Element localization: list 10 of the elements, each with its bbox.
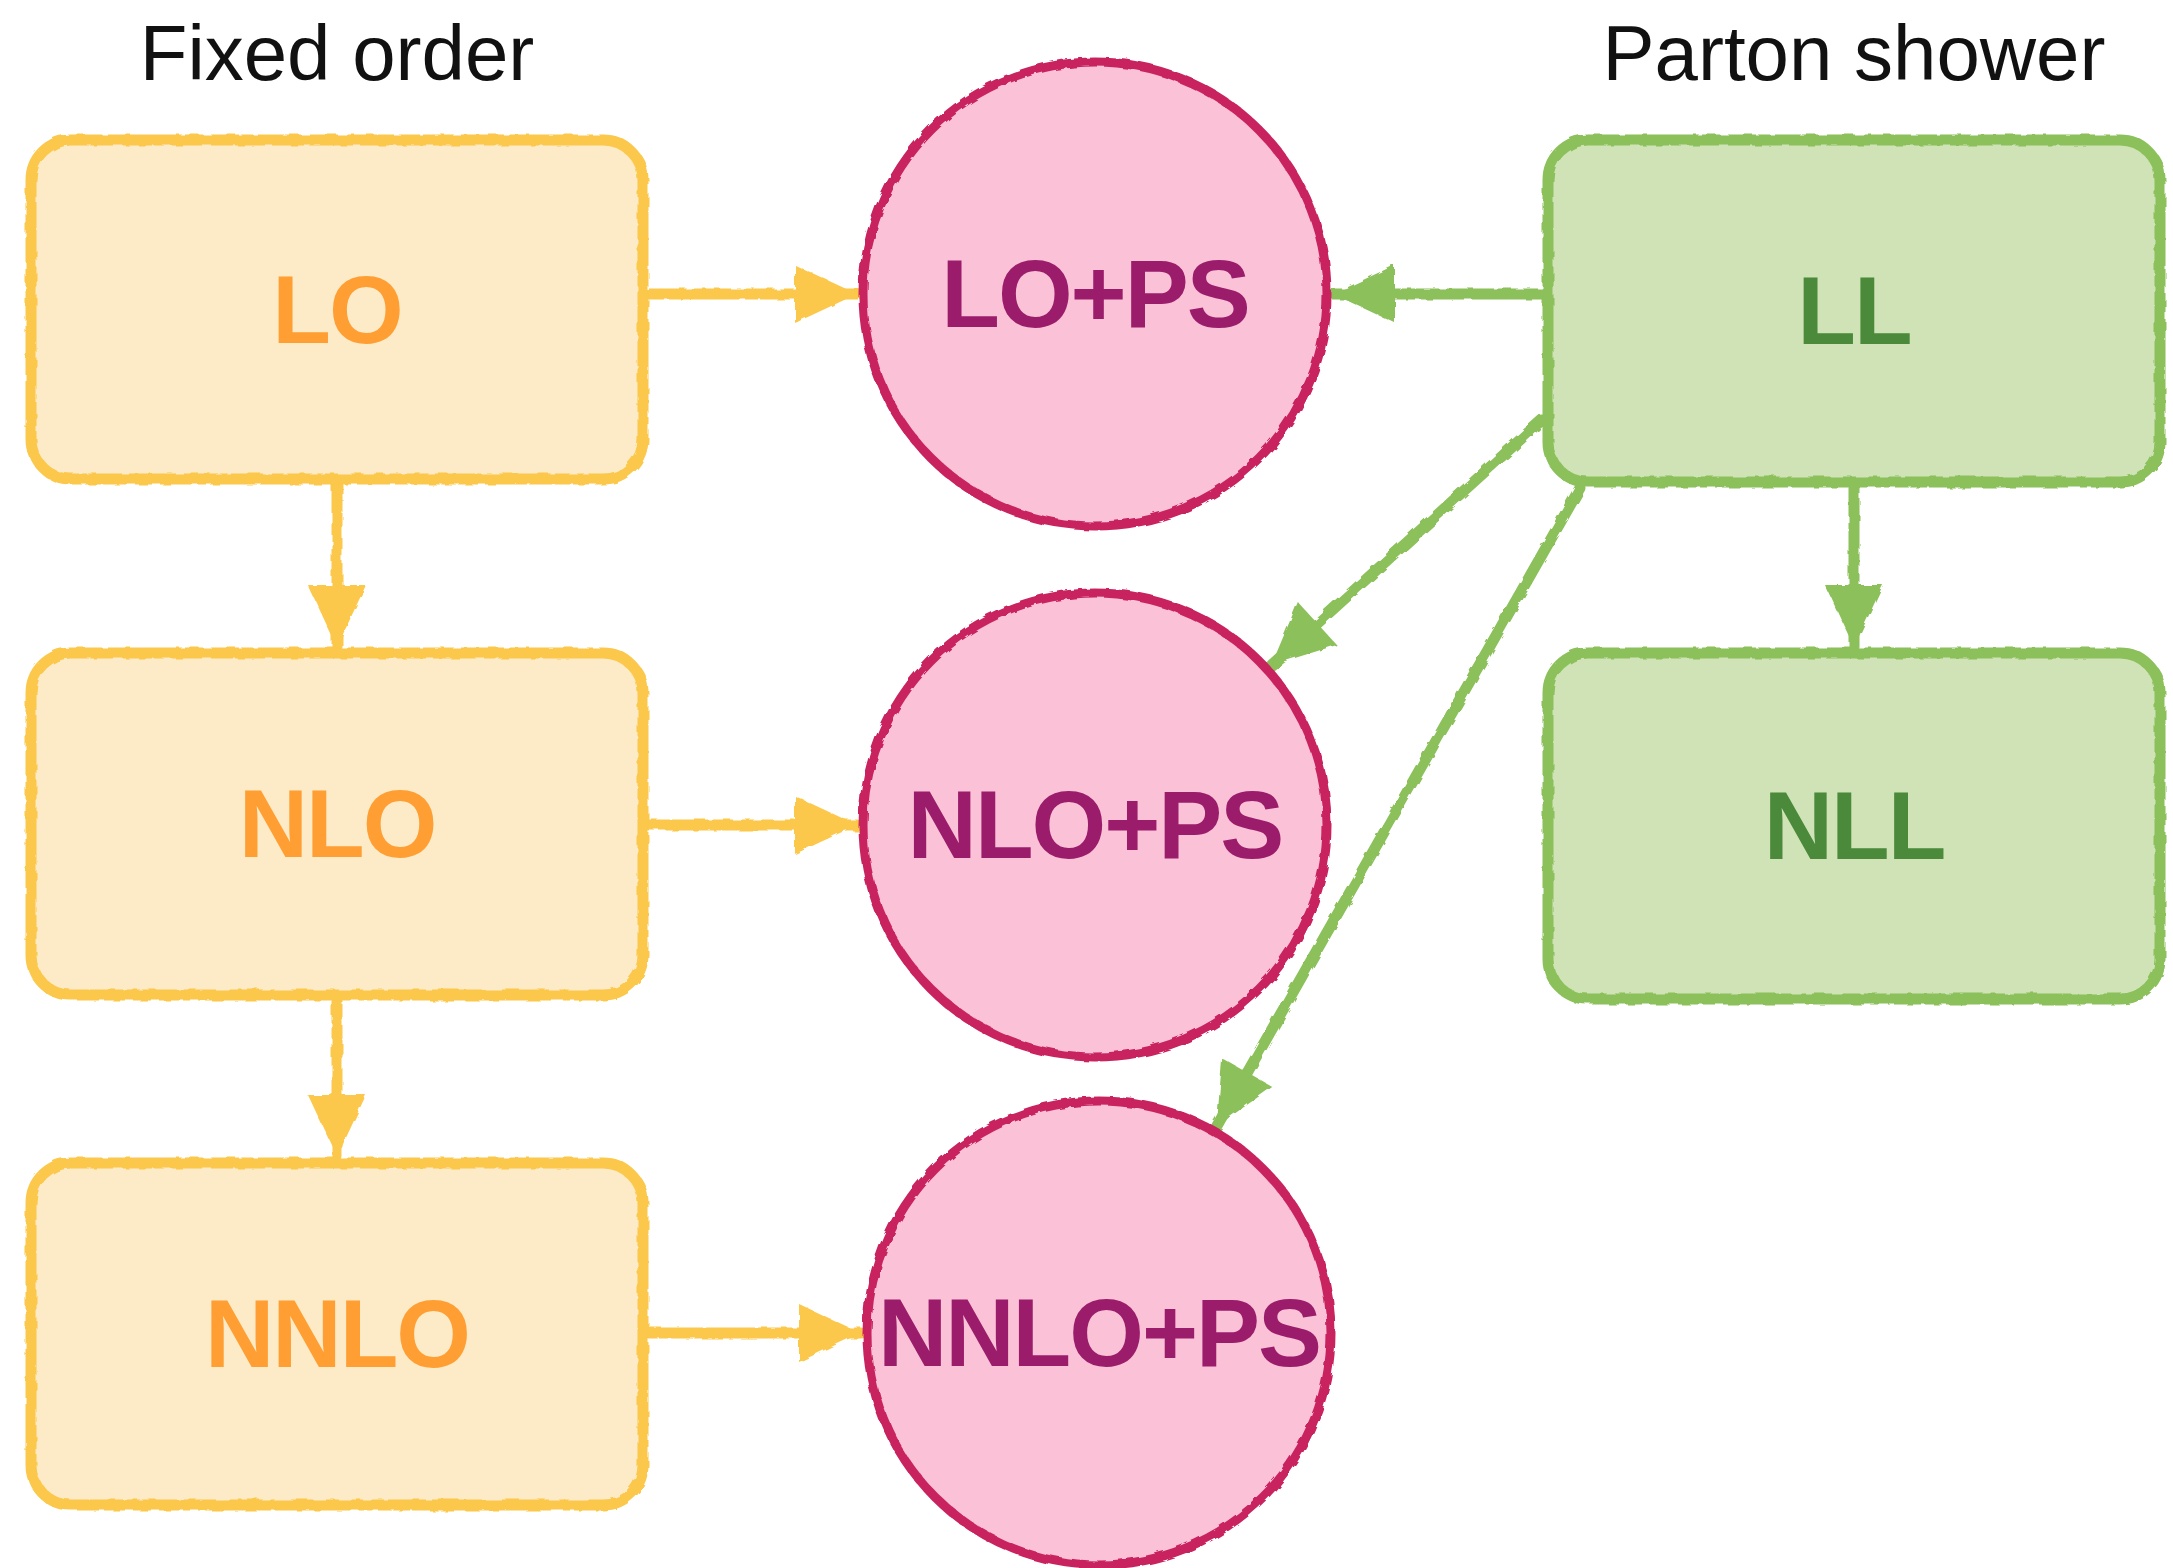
node-label: NLO+PS bbox=[907, 770, 1283, 880]
column-heading: Fixed order bbox=[139, 7, 535, 99]
node-label: NNLO+PS bbox=[877, 1278, 1321, 1388]
node-label: LL bbox=[1797, 256, 1911, 366]
node-label: LO bbox=[272, 254, 402, 365]
node-label: NNLO bbox=[205, 1279, 469, 1389]
node-label: NLO bbox=[238, 769, 436, 879]
column-heading: Parton shower bbox=[1602, 7, 2106, 99]
node-label: NLL bbox=[1763, 771, 1945, 881]
node-label: LO+PS bbox=[941, 239, 1249, 349]
